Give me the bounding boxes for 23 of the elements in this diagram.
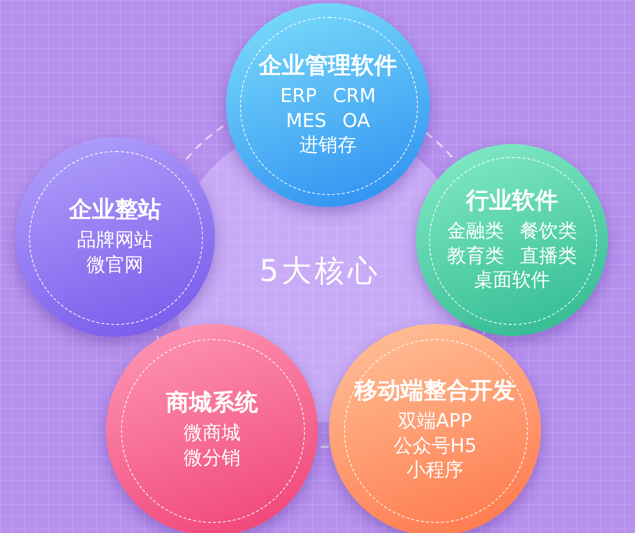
service-circle xyxy=(226,3,430,207)
service-item: 微官网 xyxy=(86,252,144,278)
service-item: 小程序 xyxy=(406,458,464,483)
service-item: 桌面软件 xyxy=(474,268,550,293)
circle-title: 商城系统 xyxy=(166,389,258,418)
circle-title: 企业整站 xyxy=(69,196,161,226)
service-circle xyxy=(15,137,215,337)
service-circle xyxy=(106,324,318,533)
circle-title: 移动端整合开发 xyxy=(354,377,516,406)
service-item: 品牌网站 xyxy=(77,228,153,253)
service-item: 双端APP xyxy=(398,408,472,434)
service-item: ERP CRM xyxy=(280,84,376,109)
service-item: 公众号H5 xyxy=(393,434,477,458)
service-item: 微分销 xyxy=(184,446,240,471)
service-item: 进销存 xyxy=(300,133,356,158)
circle-title: 行业软件 xyxy=(466,187,558,216)
service-circle xyxy=(329,324,541,533)
service-item: 微商城 xyxy=(184,421,240,446)
service-item: 教育类 直播类 xyxy=(446,244,578,268)
circle-title: 企业管理软件 xyxy=(259,52,397,82)
service-item: 金融类 餐饮类 xyxy=(446,218,578,244)
service-item: MES OA xyxy=(286,108,370,134)
center-title: 5大核心 xyxy=(259,252,381,290)
